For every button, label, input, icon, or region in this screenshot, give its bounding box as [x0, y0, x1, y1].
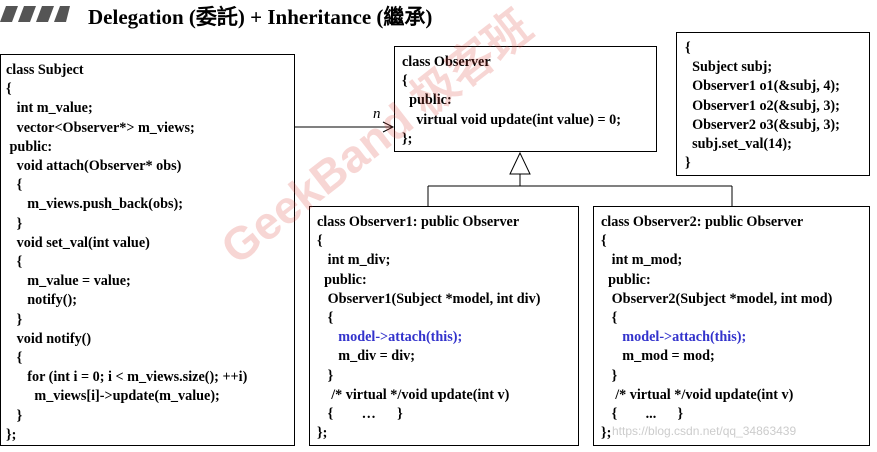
observer2-class-code: class Observer2: public Observer{ int m_… — [601, 213, 869, 443]
usage-example-box: { Subject subj; Observer1 o1(&subj, 4); … — [676, 32, 870, 176]
observer2-attach-call: model->attach(this); — [601, 329, 747, 346]
observer2-class-box: class Observer2: public Observer{ int m_… — [593, 206, 870, 446]
observer-class-box: class Observer{ public: virtual void upd… — [394, 46, 657, 152]
observer1-class-code: class Observer1: public Observer{ int m_… — [317, 213, 578, 443]
subject-class-box: class Subject{ int m_value; vector<Obser… — [0, 54, 295, 446]
source-url: https://blog.csdn.net/qq_34863439 — [612, 424, 797, 438]
multiplicity-label: n — [373, 106, 381, 122]
observer-class-code: class Observer{ public: virtual void upd… — [402, 54, 621, 147]
observer1-class-box: class Observer1: public Observer{ int m_… — [309, 206, 579, 446]
association-arrowhead — [382, 121, 395, 133]
slide-title: Delegation (委託) + Inheritance (繼承) — [88, 5, 433, 29]
title-slash-decoration — [0, 6, 70, 22]
subject-class-code: class Subject{ int m_value; vector<Obser… — [6, 62, 248, 443]
observer1-attach-call: model->attach(this); — [317, 329, 463, 346]
usage-example-code: { Subject subj; Observer1 o1(&subj, 4); … — [685, 40, 840, 172]
inheritance-triangle — [509, 151, 531, 175]
